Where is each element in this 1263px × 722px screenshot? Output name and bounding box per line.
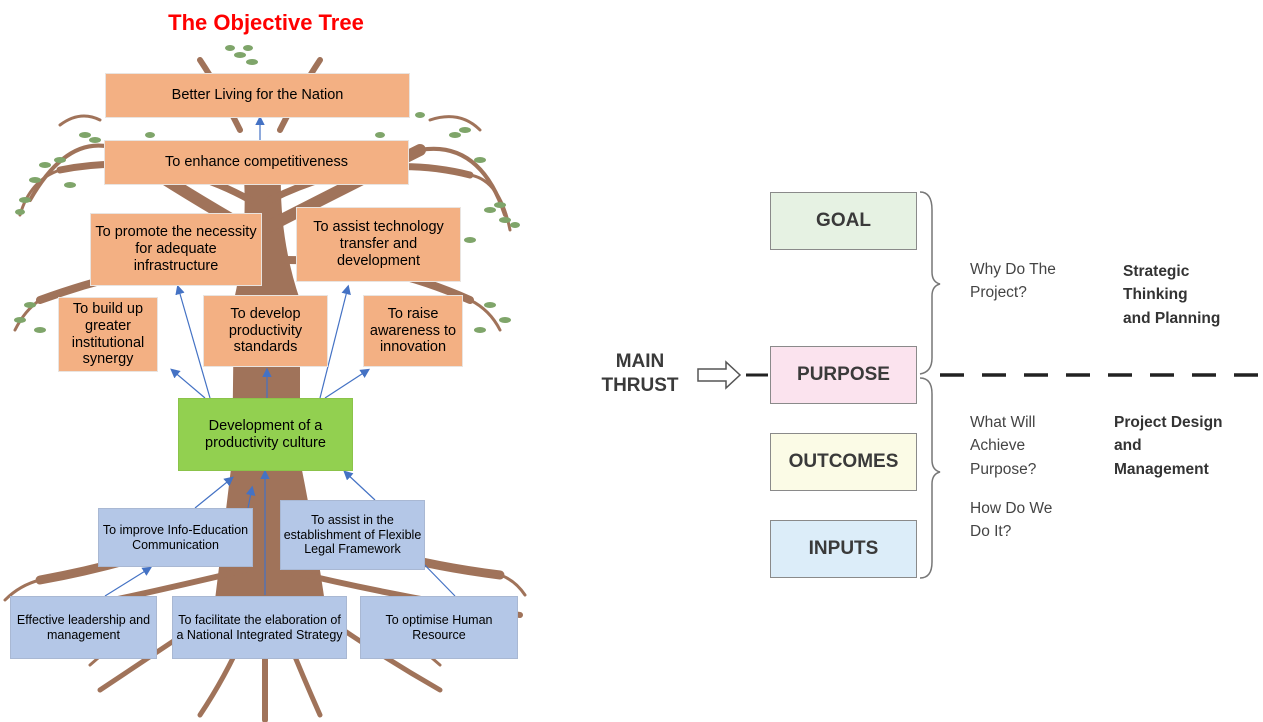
purpose-box: PURPOSE bbox=[770, 346, 917, 404]
box-leadership: Effective leadership and management bbox=[10, 596, 157, 659]
box-human-resource: To optimise Human Resource bbox=[360, 596, 518, 659]
main-thrust-label: MAIN THRUST bbox=[601, 351, 679, 396]
box-competitiveness: To enhance competitiveness bbox=[104, 140, 409, 185]
lower-brace bbox=[919, 377, 941, 579]
box-info-education: To improve Info-Education Communication bbox=[98, 508, 253, 567]
outcomes-box: OUTCOMES bbox=[770, 433, 917, 491]
box-technology: To assist technology transfer and develo… bbox=[296, 207, 461, 282]
main-thrust-arrow-icon bbox=[697, 360, 742, 390]
why-question: Why Do The Project? bbox=[970, 261, 1056, 302]
diagram-title: The Objective Tree bbox=[168, 10, 364, 35]
what-question: What Will Achieve Purpose? bbox=[970, 414, 1037, 478]
box-synergy: To build up greater institutional synerg… bbox=[58, 297, 158, 372]
box-legal-framework: To assist in the establishment of Flexib… bbox=[280, 500, 425, 570]
logframe-connectors bbox=[697, 191, 1263, 579]
design-category: Project Design and Management bbox=[1114, 414, 1223, 478]
inputs-box: INPUTS bbox=[770, 520, 917, 578]
box-national-strategy: To facilitate the elaboration of a Natio… bbox=[172, 596, 347, 659]
how-question: How Do We Do It? bbox=[970, 500, 1053, 541]
upper-brace bbox=[919, 191, 941, 375]
box-standards: To develop productivity standards bbox=[203, 295, 328, 367]
strategic-category: Strategic Thinking and Planning bbox=[1123, 263, 1221, 327]
box-awareness: To raise awareness to innovation bbox=[363, 295, 463, 367]
box-infrastructure: To promote the necessity for adequate in… bbox=[90, 213, 262, 286]
box-productivity-culture: Development of a productivity culture bbox=[178, 398, 353, 471]
goal-box: GOAL bbox=[770, 192, 917, 250]
box-better-living: Better Living for the Nation bbox=[105, 73, 410, 118]
